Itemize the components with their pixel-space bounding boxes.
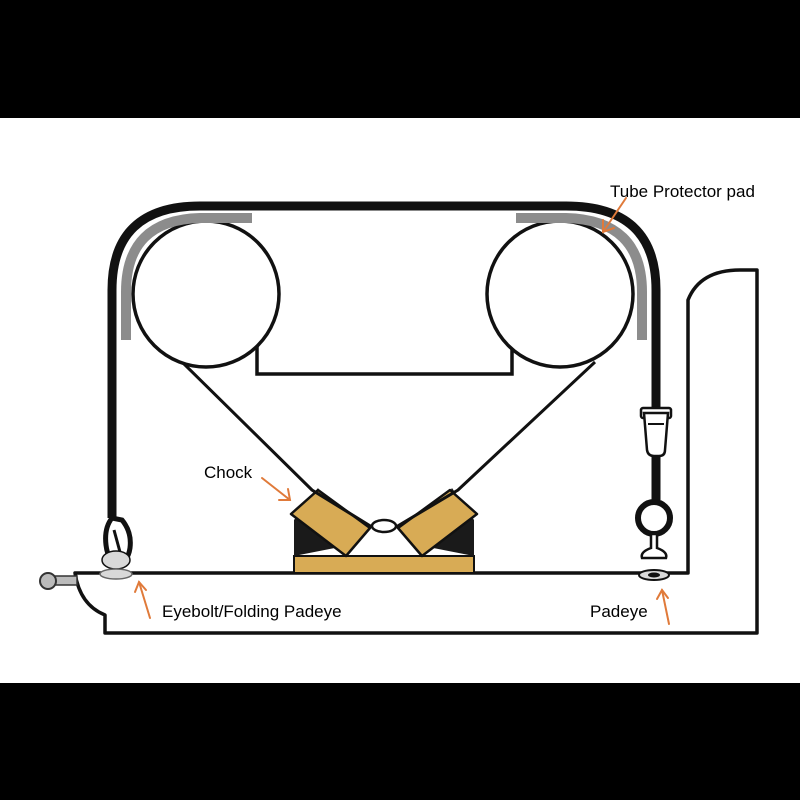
chock-base [293, 555, 475, 574]
eyebolt-label: Eyebolt/Folding Padeye [162, 602, 342, 621]
left-tube [131, 219, 281, 369]
eyebolt-arrow [134, 580, 151, 619]
tie-down-strap [107, 201, 661, 518]
right-tube [485, 219, 635, 369]
tube-protector-pad-right [516, 213, 647, 340]
chock-center-contact [370, 518, 398, 534]
padeye-icon [635, 456, 673, 581]
tube-protector-pad-label: Tube Protector pad [610, 182, 755, 201]
padeye-arrow [656, 588, 670, 625]
chock-arrow [261, 477, 292, 501]
padeye-label: Padeye [590, 602, 648, 621]
bottom-black-band [0, 683, 800, 800]
side-bolt [54, 575, 78, 586]
chock-label: Chock [204, 463, 253, 482]
top-black-band [0, 0, 800, 118]
eyebolt-folding-padeye-icon [99, 515, 133, 580]
tube-v-line-left [178, 358, 373, 529]
chock-left-block [289, 488, 372, 558]
tube-v-line-right [395, 360, 597, 529]
chock-right-block [396, 488, 479, 558]
tube-protector-arrow [602, 197, 627, 234]
tube-support-frame [255, 342, 514, 376]
tube-protector-pad-left [121, 213, 252, 340]
side-bolt-knob [39, 572, 57, 590]
